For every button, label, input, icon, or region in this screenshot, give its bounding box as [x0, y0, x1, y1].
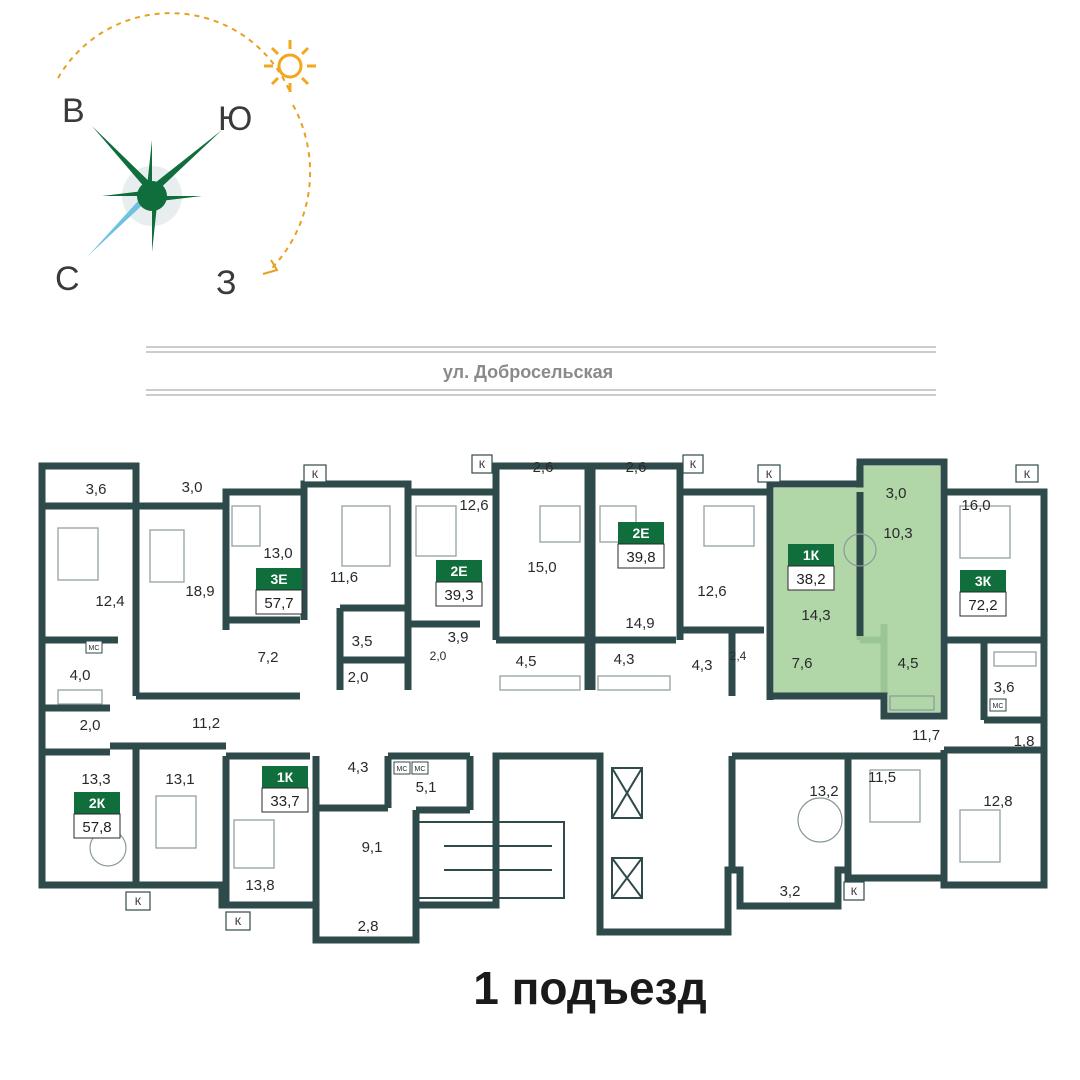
- room-area: 12,6: [697, 583, 726, 600]
- apartment-tags[interactable]: 3Е 57,7 2Е 39,3 2Е 39,8 1К 38,2 3К: [73, 522, 1007, 839]
- room-area: 3,6: [994, 679, 1015, 696]
- apartment-code: 3Е: [270, 571, 287, 587]
- room-area: 2,0: [348, 669, 369, 686]
- room-area: 14,3: [801, 607, 830, 624]
- apartment-area: 38,2: [796, 571, 825, 588]
- room-area: 3,2: [780, 883, 801, 900]
- compass-north-label: С: [55, 260, 80, 298]
- room-area: 13,3: [81, 771, 110, 788]
- room-area: 12,4: [95, 593, 124, 610]
- sun-arc-right: [271, 104, 312, 269]
- room-area: 18,9: [185, 583, 214, 600]
- mc-marker: МС: [993, 703, 1004, 710]
- apartment-tag-2k[interactable]: 2К 57,8: [73, 792, 121, 839]
- room-area: 3,0: [886, 485, 907, 502]
- mc-marker: МС: [397, 766, 408, 773]
- k-marker: К: [312, 469, 319, 481]
- compass-west-label: З: [216, 264, 237, 302]
- room-area: 4,3: [348, 759, 369, 776]
- apartment-tag-1k[interactable]: 1К 33,7: [261, 766, 309, 813]
- apartment-area: 39,8: [626, 549, 655, 566]
- room-area: 9,1: [362, 839, 383, 856]
- room-labels: 3,6 3,0 12,4 18,9 13,0 11,6 12,6 2,6 15,…: [70, 459, 1035, 935]
- apartment-code: 2Е: [632, 525, 649, 541]
- stairwell: [415, 767, 643, 899]
- compass-north-needle-icon: [88, 190, 152, 256]
- apartment-tag-2e-b[interactable]: 2Е 39,8: [617, 522, 665, 569]
- k-marker: К: [1024, 469, 1031, 481]
- k-marker: К: [766, 469, 773, 481]
- entrance-label: 1 подъезд: [473, 962, 706, 1014]
- room-area: 7,2: [258, 649, 279, 666]
- room-area: 3,6: [86, 481, 107, 498]
- apartment-code: 1К: [803, 547, 820, 563]
- room-area: 4,5: [516, 653, 537, 670]
- room-area: 16,0: [961, 497, 990, 514]
- compass-east-label: В: [62, 92, 85, 130]
- apartment-area: 72,2: [968, 597, 997, 614]
- room-area: 2,0: [80, 717, 101, 734]
- sun-icon: [264, 40, 316, 92]
- apartment-tag-3e[interactable]: 3Е 57,7: [255, 568, 303, 615]
- compass: В Ю С З: [55, 12, 316, 302]
- room-area: 3,0: [182, 479, 203, 496]
- mc-markers: МС МС МС МС: [85, 640, 1007, 775]
- mc-marker: МС: [89, 645, 100, 652]
- street-name: ул. Добросельская: [443, 362, 613, 382]
- furniture: [57, 505, 1037, 869]
- room-area: 4,3: [692, 657, 713, 674]
- apartment-code: 2Е: [450, 563, 467, 579]
- room-area: 12,8: [983, 793, 1012, 810]
- apartment-code: 1К: [277, 769, 294, 785]
- k-marker: К: [135, 896, 142, 908]
- room-area: 11,6: [330, 569, 358, 586]
- sun-arc-arrow-icon: [262, 259, 279, 275]
- room-area: 7,6: [792, 655, 813, 672]
- room-area: 2,0: [430, 649, 447, 663]
- room-area: 3,9: [448, 629, 469, 646]
- apartment-tag-2e-a[interactable]: 2Е 39,3: [435, 560, 483, 607]
- apartment-tag-3k[interactable]: 3К 72,2: [959, 570, 1007, 617]
- sun-arc-top: [57, 12, 291, 93]
- apartment-area: 57,8: [82, 819, 111, 836]
- room-area: 2,4: [730, 649, 747, 663]
- apartment-area: 57,7: [264, 595, 293, 612]
- room-area: 13,2: [809, 783, 838, 800]
- room-area: 14,9: [625, 615, 654, 632]
- room-area: 11,7: [912, 727, 940, 744]
- room-area: 4,5: [898, 655, 919, 672]
- room-area: 15,0: [527, 559, 556, 576]
- room-area: 13,8: [245, 877, 274, 894]
- k-markers: К К К К К К К К: [125, 454, 1039, 931]
- room-area: 2,8: [358, 918, 379, 935]
- room-area: 12,6: [459, 497, 488, 514]
- k-marker: К: [851, 886, 858, 898]
- room-area: 10,3: [883, 525, 912, 542]
- k-marker: К: [235, 916, 242, 928]
- room-area: 13,0: [263, 545, 292, 562]
- k-marker: К: [690, 459, 697, 471]
- room-area: 4,3: [614, 651, 635, 668]
- room-area: 11,2: [192, 715, 220, 732]
- apartment-code: 2К: [89, 795, 106, 811]
- k-marker: К: [479, 459, 486, 471]
- compass-south-label: Ю: [218, 100, 252, 138]
- mc-marker: МС: [415, 766, 426, 773]
- room-area: 1,8: [1014, 733, 1035, 750]
- room-area: 13,1: [165, 771, 194, 788]
- room-area: 11,5: [868, 769, 896, 786]
- room-area: 3,5: [352, 633, 373, 650]
- apartment-tag-1k-highlighted[interactable]: 1К 38,2: [787, 544, 835, 591]
- apartment-code: 3К: [975, 573, 992, 589]
- room-area: 2,6: [533, 459, 554, 476]
- street: ул. Добросельская: [146, 346, 936, 396]
- room-area: 5,1: [416, 779, 437, 796]
- room-area: 2,6: [626, 459, 647, 476]
- room-area: 4,0: [70, 667, 91, 684]
- apartment-area: 39,3: [444, 587, 473, 604]
- apartment-area: 33,7: [270, 793, 299, 810]
